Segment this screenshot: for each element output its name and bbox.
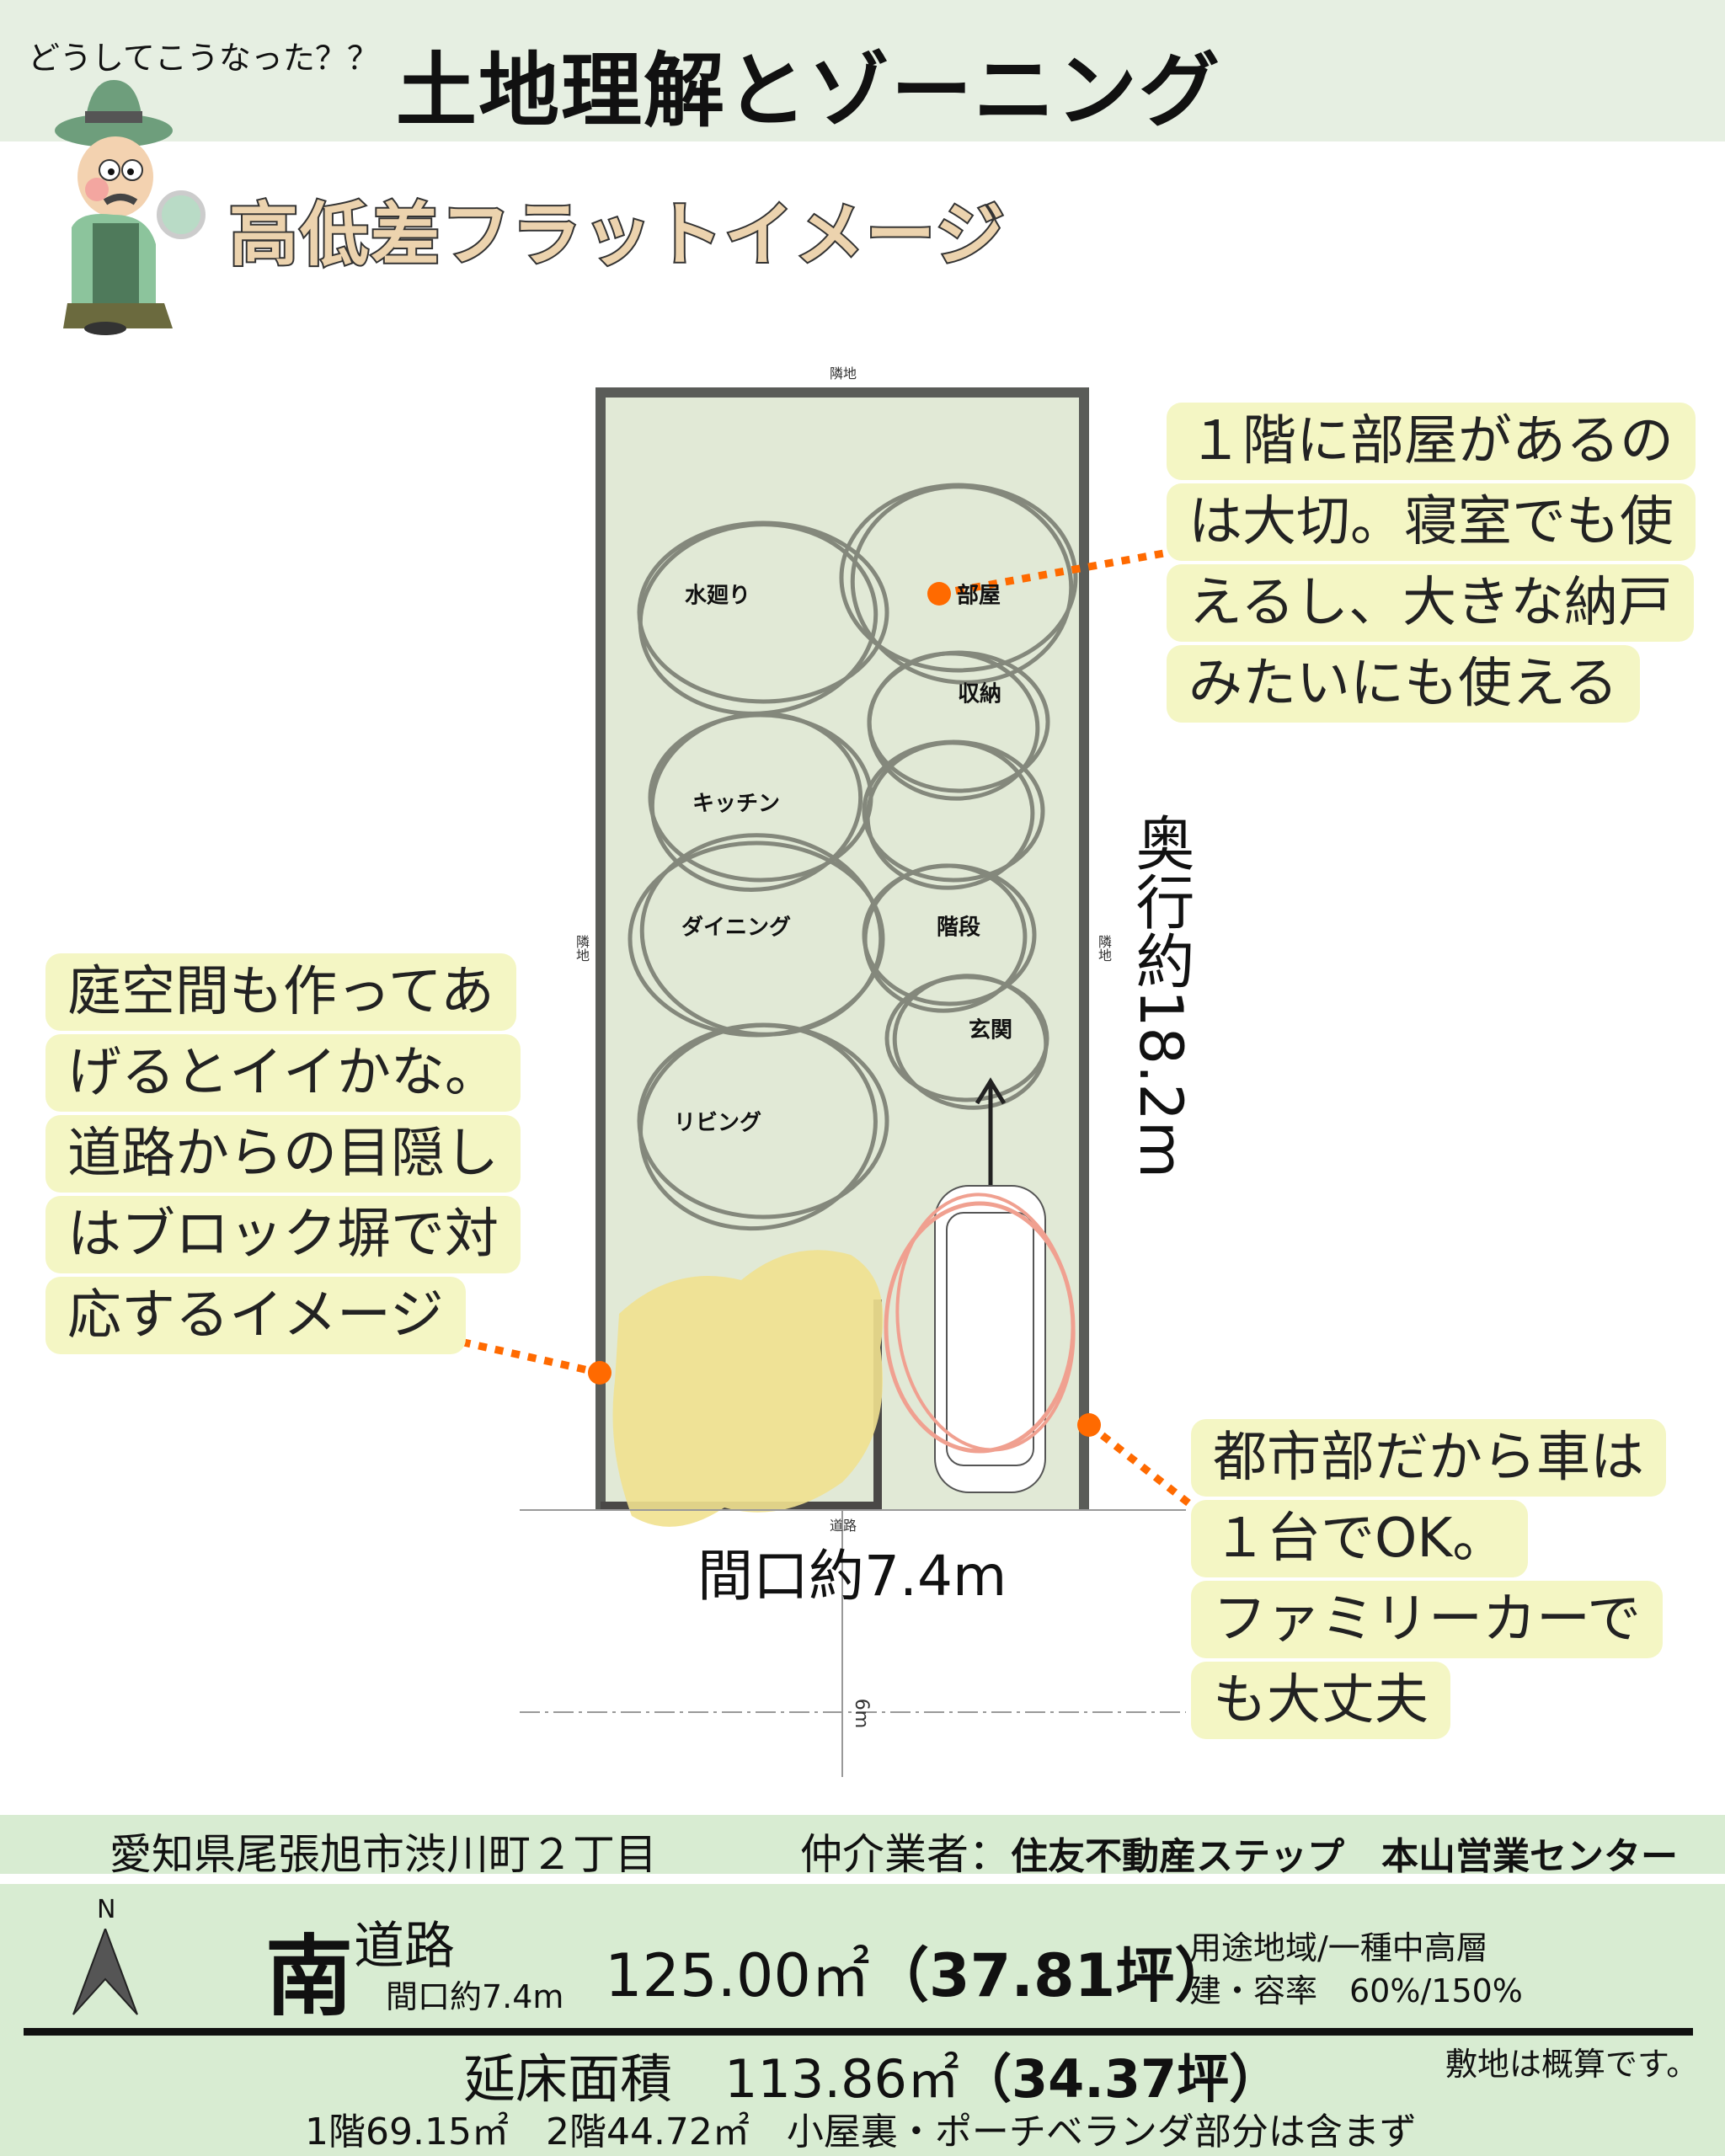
callout-line: も大丈夫 — [1191, 1662, 1450, 1739]
callout-line: １階に部屋があるの — [1167, 403, 1696, 480]
floor-area: 延床面積 113.86㎡（34.37坪） — [463, 2036, 1281, 2112]
callout-line: 都市部だから車は — [1191, 1419, 1666, 1497]
neighbor-label-top: 隣地 — [830, 366, 857, 382]
callout-line: みたいにも使える — [1167, 645, 1641, 723]
divider — [24, 2028, 1693, 2036]
page-title: 土地理解とゾーニング — [396, 44, 1221, 138]
callout-room: １階に部屋があるの は大切。寝室でも使 えるし、大きな納戸 みたいにも使える — [1167, 403, 1696, 726]
north-label: N — [97, 1895, 116, 1924]
info-band-top — [0, 1815, 1725, 1874]
zoning-circles — [628, 483, 1078, 1231]
road-width-label: 6m — [851, 1698, 873, 1729]
callout-car: 都市部だから車は １台でOK。 ファミリーカーで も大丈夫 — [1191, 1419, 1666, 1742]
callout-dot — [1077, 1413, 1101, 1437]
road-word: 道路 — [354, 1917, 455, 1976]
zoning: 用途地域/一種中高層 — [1189, 1929, 1488, 1967]
callout-line: はブロック塀で対 — [45, 1196, 521, 1273]
header-subtitle: どうしてこうなった？？ — [28, 40, 379, 77]
callout-line: えるし、大きな納戸 — [1167, 564, 1695, 642]
room-label-stairs: 階段 — [936, 915, 981, 941]
room-label-dining: ダイニング — [681, 915, 792, 941]
north-arrow-icon — [72, 1929, 138, 2015]
callout-dot — [927, 582, 951, 606]
room-label-kitchen: キッチン — [692, 791, 781, 817]
floor-area-sqm: 113.86㎡ — [724, 2048, 959, 2110]
callout-line: １台でOK。 — [1191, 1500, 1529, 1577]
room-label-water: 水廻り — [684, 583, 751, 609]
broker-label: 仲介業者： — [800, 1830, 1011, 1879]
coverage-ratio: 建・容率 60%/150% — [1189, 1972, 1523, 2009]
callout-leaders — [346, 546, 1213, 1524]
room-label-living: リビング — [673, 1110, 762, 1136]
room-label-storage: 収納 — [957, 681, 1002, 707]
land-area-tsubo: （37.81坪） — [869, 1941, 1234, 2010]
callout-dot — [588, 1361, 611, 1385]
room-label-room: 部屋 — [956, 583, 1001, 609]
approx-note: 敷地は概算です。 — [1445, 2046, 1699, 2083]
info-band-bottom — [0, 1884, 1725, 2156]
callout-line: 道路からの目隠し — [45, 1115, 521, 1193]
neighbor-label-left: 隣地 — [574, 935, 590, 962]
callout-line: ファミリーカーで — [1191, 1581, 1664, 1658]
broker-name: 住友不動産ステップ 本山営業センター — [1011, 1835, 1678, 1878]
callout-line: げるとイイかな。 — [45, 1034, 521, 1112]
floor-area-tsubo: （34.37坪） — [959, 2048, 1282, 2110]
depth-dimension: 奥行約18.2m — [1126, 813, 1195, 1179]
site-plan — [346, 387, 1213, 1777]
land-area-sqm: 125.00㎡ — [605, 1941, 870, 2010]
callout-garden: 庭空間も作ってあ げるとイイかな。 道路からの目隠し はブロック塀で対 応するイ… — [45, 953, 521, 1358]
car-icon — [934, 1185, 1046, 1493]
road-direction: 南 — [265, 1925, 354, 2028]
road-label: 道路 — [830, 1518, 857, 1534]
entry-arrow — [975, 1077, 1007, 1197]
callout-line: 庭空間も作ってあ — [45, 953, 516, 1031]
room-label-entrance: 玄関 — [968, 1017, 1013, 1043]
floor-area-label: 延床面積 — [463, 2048, 673, 2110]
floor-detail: 1階69.15㎡ 2階44.72㎡ 小屋裏・ポーチベランダ部分は含まず — [305, 2111, 1417, 2153]
header-band — [0, 0, 1725, 141]
lot-boundary — [595, 387, 1089, 1510]
detective-illustration — [55, 80, 206, 335]
callout-line: 応するイメージ — [45, 1277, 466, 1354]
footer-frontage: 間口約7.4m — [386, 1978, 564, 2015]
address: 愛知県尾張旭市渋川町２丁目 — [109, 1830, 657, 1879]
frontage-dimension: 間口約7.4m — [697, 1544, 1007, 1609]
garden-area — [612, 1250, 884, 1527]
section-title: 高低差フラットイメージ — [227, 194, 1007, 277]
neighbor-label-right: 隣地 — [1096, 935, 1112, 962]
broker: 仲介業者：住友不動産ステップ 本山営業センター — [800, 1821, 1678, 1881]
land-area: 125.00㎡（37.81坪） — [605, 1929, 1233, 2014]
callout-line: は大切。寝室でも使 — [1167, 483, 1696, 561]
